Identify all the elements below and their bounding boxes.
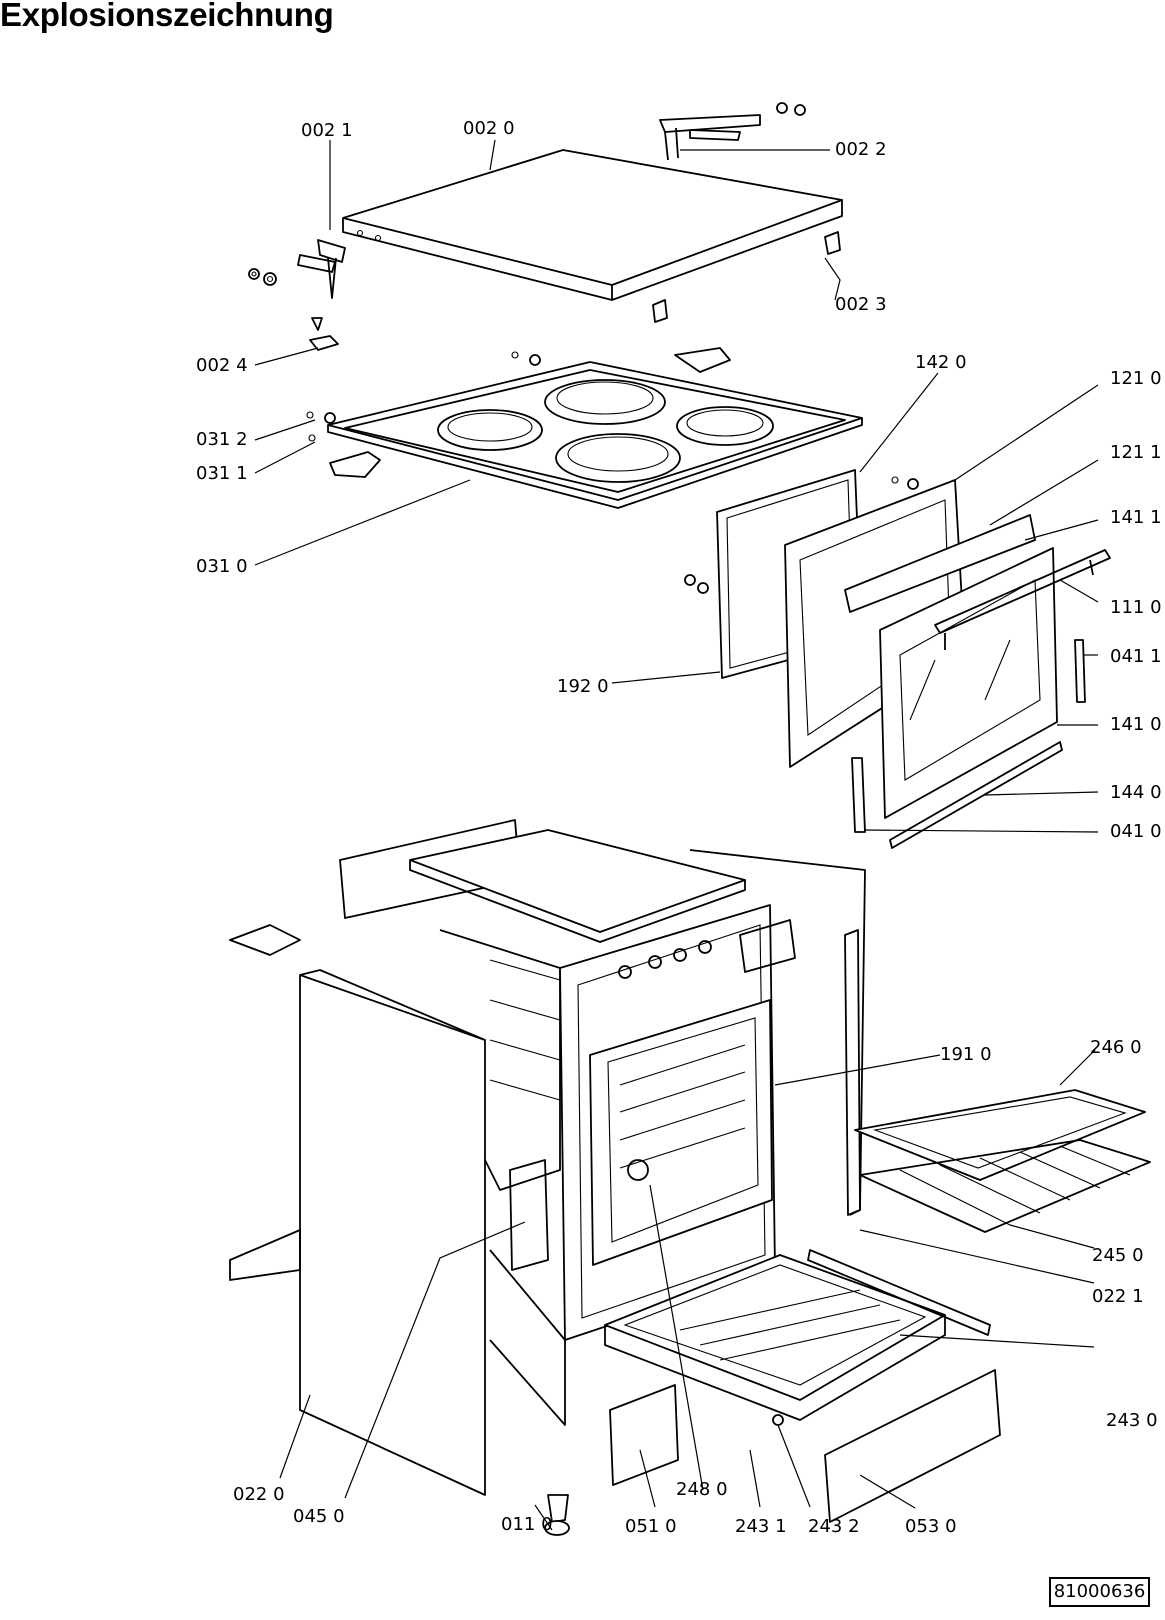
oven-grid-rack xyxy=(859,1139,1151,1233)
leader-lines xyxy=(254,139,1099,1531)
callout-1110: 111 0 xyxy=(1110,597,1162,618)
callout-0110: 011 0 xyxy=(501,1514,553,1535)
callout-0020: 002 0 xyxy=(463,118,515,139)
callout-1211: 121 1 xyxy=(1110,442,1162,463)
oven-body xyxy=(229,819,866,1536)
callout-2430: 243 0 xyxy=(1106,1410,1158,1431)
callout-1210: 121 0 xyxy=(1110,368,1162,389)
callout-2431: 243 1 xyxy=(735,1516,787,1537)
baking-tray xyxy=(854,1089,1146,1181)
callout-0530: 053 0 xyxy=(905,1516,957,1537)
callout-1440: 144 0 xyxy=(1110,782,1162,803)
callout-0312: 031 2 xyxy=(196,429,248,450)
oven-door-assembly xyxy=(684,469,1111,849)
callout-0221: 022 1 xyxy=(1092,1286,1144,1307)
callout-0023: 002 3 xyxy=(835,294,887,315)
callout-0022: 002 2 xyxy=(835,139,887,160)
lid-hinge-left xyxy=(248,239,346,299)
callout-0220: 022 0 xyxy=(233,1484,285,1505)
callout-1410: 141 0 xyxy=(1110,714,1162,735)
callout-2432: 243 2 xyxy=(808,1516,860,1537)
lid-hinge-right xyxy=(659,102,806,161)
callout-1920: 192 0 xyxy=(557,676,609,697)
callout-2450: 245 0 xyxy=(1092,1245,1144,1266)
callout-0310: 031 0 xyxy=(196,556,248,577)
callout-1420: 142 0 xyxy=(915,352,967,373)
callout-0510: 051 0 xyxy=(625,1516,677,1537)
cooktop-hob xyxy=(306,347,863,509)
callout-0411: 041 1 xyxy=(1110,646,1162,667)
callout-2460: 246 0 xyxy=(1090,1037,1142,1058)
callout-0311: 031 1 xyxy=(196,463,248,484)
document-number: 81000636 xyxy=(1049,1577,1150,1607)
callout-0450: 045 0 xyxy=(293,1506,345,1527)
lid-bracket-small xyxy=(309,317,339,351)
callout-1411: 141 1 xyxy=(1110,507,1162,528)
callout-0021: 002 1 xyxy=(301,120,353,141)
diagram-title: Explosionszeichnung xyxy=(0,0,334,33)
callout-0024: 002 4 xyxy=(196,355,248,376)
cover-lid xyxy=(342,149,843,323)
callout-2480: 248 0 xyxy=(676,1479,728,1500)
callout-1910: 191 0 xyxy=(940,1044,992,1065)
callout-0410: 041 0 xyxy=(1110,821,1162,842)
storage-drawer xyxy=(604,1249,1001,1523)
